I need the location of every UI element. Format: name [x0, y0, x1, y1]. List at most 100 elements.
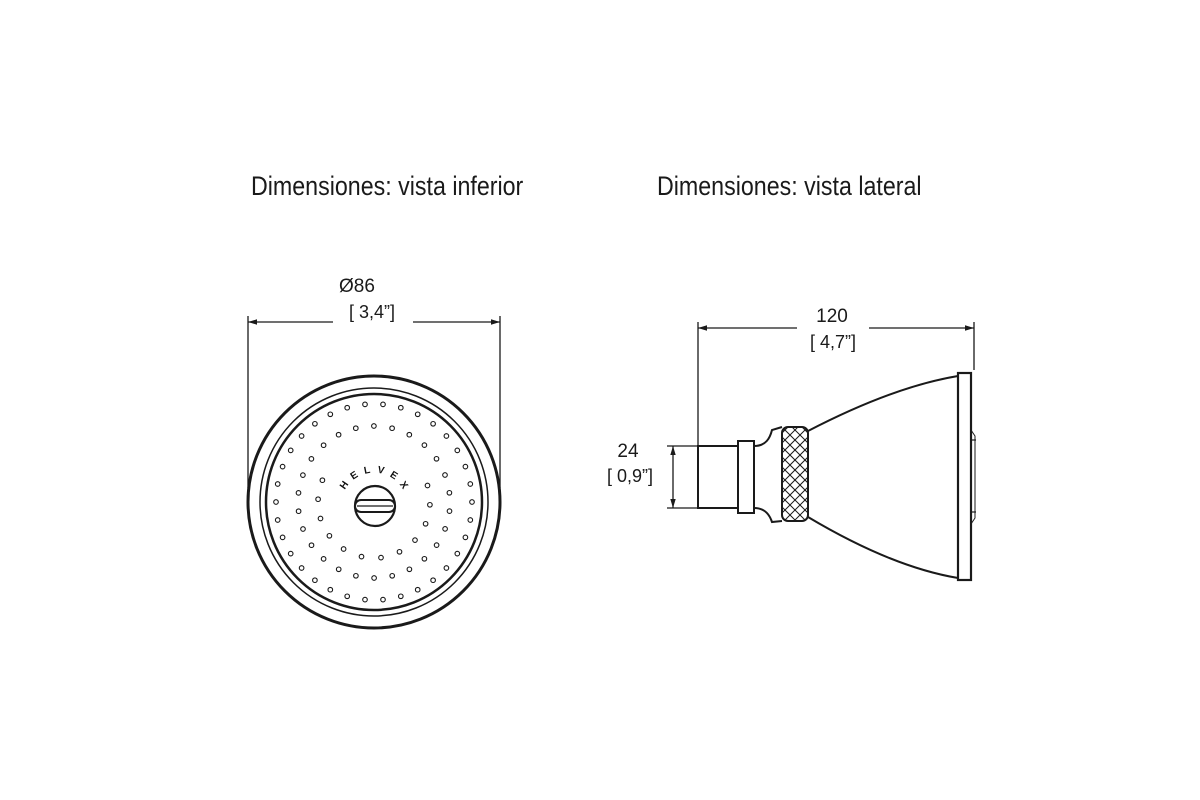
knurl-line	[782, 427, 808, 444]
nozzle-hole	[380, 401, 386, 408]
length-label: 120	[816, 306, 848, 327]
brand-letter: V	[377, 465, 386, 477]
nozzle-hole	[327, 586, 334, 593]
knurl-line	[782, 427, 808, 454]
knurl-line	[782, 367, 808, 393]
brand-letter: H	[338, 479, 351, 491]
diameter-inches-label: [ 3,4”]	[349, 302, 395, 322]
knurl-line	[782, 506, 808, 521]
knurl-line	[782, 347, 808, 373]
nozzle-hole	[396, 548, 403, 555]
nozzle-hole	[454, 550, 461, 557]
rim-inner	[259, 387, 489, 617]
brand-letter: L	[363, 465, 371, 477]
side-view-title: Dimensiones: vista lateral	[657, 171, 922, 201]
knurl-line	[782, 317, 808, 343]
nozzle-hole	[397, 593, 404, 600]
nozzle-hole	[469, 499, 475, 505]
nozzle-hole	[430, 577, 436, 584]
nozzle-hole	[433, 455, 440, 462]
nozzle-hole	[340, 546, 347, 552]
nozzle-hole	[344, 593, 351, 600]
knurl-line	[782, 537, 808, 563]
knurl-line	[782, 367, 808, 393]
knurl-line	[782, 387, 808, 413]
nozzle-hole	[298, 433, 305, 439]
nozzle-hole	[446, 489, 453, 496]
knurl-line	[782, 357, 808, 383]
neck	[753, 426, 783, 524]
nozzle-hole	[443, 433, 450, 439]
nozzle-hole	[279, 534, 286, 541]
nozzle-hole	[380, 596, 386, 603]
outer-rim	[246, 374, 502, 630]
diameter-dimension	[247, 316, 501, 488]
knurl-line	[782, 317, 808, 343]
nozzle-hole	[300, 472, 306, 478]
nozzle-hole	[421, 442, 428, 448]
nozzle-hole	[287, 447, 294, 454]
knurl-line	[782, 476, 808, 504]
cone-body	[807, 374, 959, 580]
connection-dimension	[667, 445, 698, 509]
nozzle-hole	[412, 537, 418, 543]
nozzle-hole	[430, 420, 436, 427]
nozzle-hole	[274, 517, 281, 523]
bottom-view-title: Dimensiones: vista inferior	[251, 171, 524, 201]
spray-face	[264, 392, 484, 612]
nozzle-hole	[312, 420, 318, 427]
knurl-line	[782, 347, 808, 373]
knurl-line	[782, 527, 808, 553]
knurl-line	[782, 557, 808, 583]
length-inches-label: [ 4,7”]	[810, 332, 856, 352]
knurl-line	[782, 307, 808, 333]
knurl-line	[782, 337, 808, 363]
nozzle-hole	[298, 565, 305, 571]
nozzle-hole	[378, 554, 384, 561]
nozzle-hole	[421, 555, 428, 562]
diameter-label: Ø86	[339, 276, 375, 297]
knurl-line	[782, 387, 808, 413]
nozzle-hole	[295, 490, 302, 496]
knurl-pattern	[782, 307, 808, 583]
nozzle-hole	[371, 423, 377, 429]
nozzle-hole	[467, 481, 474, 487]
face-plate	[956, 371, 973, 582]
nozzle-hole	[335, 431, 342, 438]
knurl-line	[782, 496, 808, 521]
nozzle-hole	[300, 526, 306, 532]
nozzle-hole	[446, 508, 453, 514]
knurl-line	[782, 547, 808, 573]
nozzle-hole	[406, 431, 413, 438]
nozzle-hole	[352, 425, 359, 432]
nozzle-holes	[273, 401, 475, 603]
center-knob	[353, 484, 397, 528]
nozzle-hole	[320, 442, 327, 449]
knurl-line	[782, 307, 808, 333]
nozzle-hole	[397, 404, 404, 411]
nozzle-hole	[317, 515, 324, 522]
knurl-line	[782, 427, 808, 434]
nozzle-hole	[422, 520, 429, 527]
bottom-view	[246, 374, 502, 630]
nozzle-hole	[424, 482, 431, 489]
nozzle-hole	[344, 404, 351, 411]
connection-inches-label: [ 0,9”]	[607, 466, 653, 486]
knurl-line	[782, 537, 808, 563]
nozzle-hole	[319, 477, 326, 484]
knurl-line	[782, 466, 808, 494]
nozzle-hole	[279, 463, 286, 470]
nozzle-hole	[326, 532, 333, 539]
nozzle-hole	[335, 566, 342, 573]
knurl-line	[782, 557, 808, 583]
hex-nut	[737, 440, 755, 514]
connection-label: 24	[617, 441, 639, 462]
knurl-line	[782, 327, 808, 353]
nozzle-hole	[312, 577, 318, 584]
nozzle-hole	[362, 401, 368, 408]
nozzle-hole	[462, 463, 469, 470]
brand-letter: E	[349, 469, 361, 482]
knurl-line	[782, 377, 808, 403]
brand-letter: E	[388, 469, 400, 482]
